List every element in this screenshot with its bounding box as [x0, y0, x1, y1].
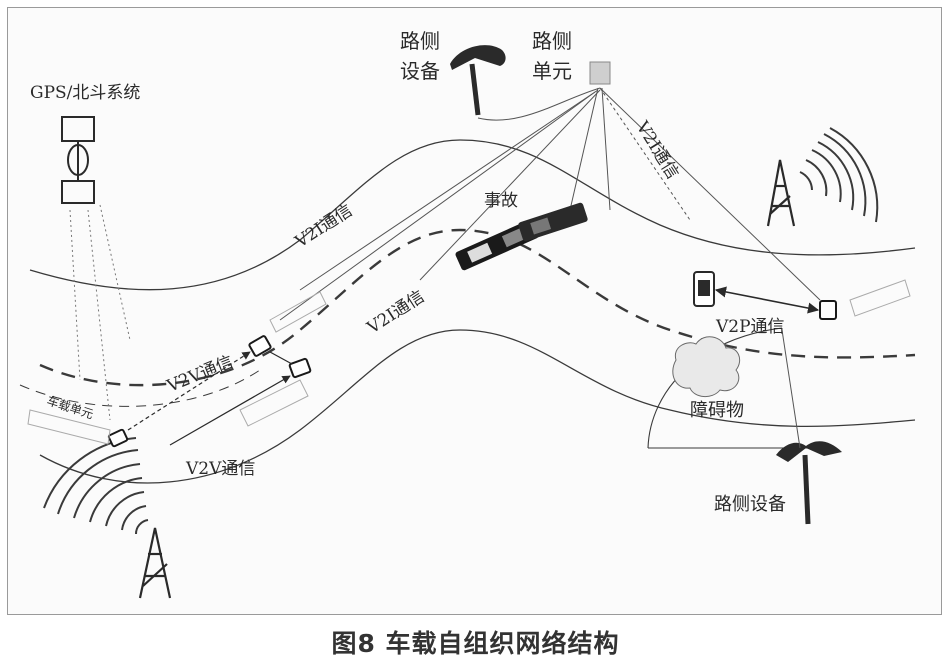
v2v-lower-label: V2V通信 [185, 459, 255, 479]
v2i-middle-label: V2I通信 [363, 287, 428, 339]
signal-waves-left [43, 437, 149, 535]
car-icon [518, 202, 588, 242]
roadside-unit-label-line1: 路侧 [532, 29, 572, 53]
vehicle-outlines [27, 279, 911, 445]
roadside-equipment-bottom-label: 路侧设备 [714, 494, 786, 515]
rsu-links [279, 87, 821, 321]
road-left-dashed [19, 369, 261, 407]
v2i-right-label: V2I通信 [631, 117, 682, 183]
v2p-label: V2P通信 [715, 317, 785, 337]
mobile-phone-icon [693, 271, 715, 307]
cell-tower-icon [766, 159, 796, 227]
figure-caption: 图8 车载自组织网络结构 [331, 629, 620, 658]
tree-icon [450, 45, 506, 116]
cell-tower-icon [138, 527, 172, 599]
v2p-link [714, 286, 820, 314]
gps-label: GPS/北斗系统 [30, 83, 140, 103]
obstacle-shape [672, 336, 741, 397]
roadside-equipment-top-label-line2: 设备 [400, 59, 440, 83]
satellite-icon [61, 116, 95, 204]
v2v-links [127, 351, 293, 446]
roadside-unit-box-icon [589, 61, 611, 85]
gps-links [69, 204, 131, 421]
car-icon [288, 357, 312, 379]
car-icon [819, 300, 837, 320]
roadside-equipment-top-label-line1: 路侧 [400, 29, 440, 53]
roadside-unit-label-line2: 单元 [532, 59, 572, 83]
obstacle-label: 障碍物 [690, 400, 744, 421]
car-icon [107, 428, 129, 448]
signal-waves-right [799, 127, 879, 223]
accident-label: 事故 [484, 191, 518, 211]
road-center-dashed [39, 228, 916, 387]
road-top-edge [29, 139, 916, 291]
v2i-upper-label: V2I通信 [291, 201, 356, 253]
labels: GPS/北斗系统 路侧 设备 路侧 单元 V2I通信 V2I通信 V2I通信 事… [30, 29, 786, 515]
tree-icon [776, 441, 842, 525]
v2v-upper-label: V2V通信 [163, 352, 236, 397]
car-icon [248, 335, 272, 357]
road [19, 139, 916, 484]
onboard-unit-label: 车载单元 [45, 393, 95, 422]
equipment-link [781, 329, 801, 449]
road-bottom-edge [39, 329, 916, 484]
